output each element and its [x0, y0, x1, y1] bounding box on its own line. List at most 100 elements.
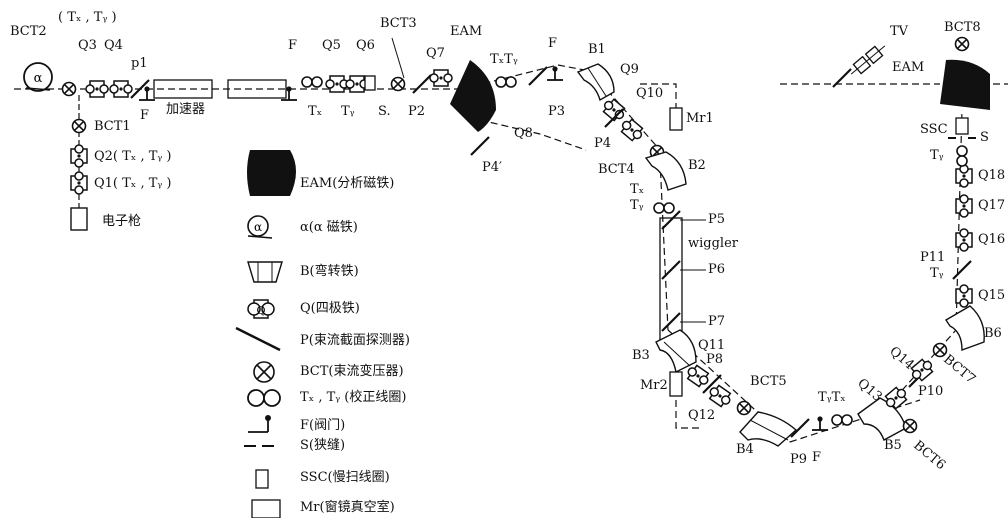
- accelerator-box: [153, 79, 287, 99]
- q3-label: Q3: [78, 38, 97, 53]
- p2-symbol: [411, 73, 433, 95]
- legend-bend: B(弯转铁): [300, 264, 359, 279]
- bct2-symbol: [61, 81, 77, 97]
- s-label: S.: [378, 104, 391, 119]
- bct1-symbol: [71, 118, 87, 134]
- b3-label: B3: [632, 348, 650, 363]
- bct1-label: BCT1: [94, 119, 131, 134]
- txty-label: TₓTᵧ: [490, 52, 518, 67]
- bct3-leader: [391, 37, 405, 79]
- q6-label: Q6: [356, 38, 375, 53]
- svg-text:α: α: [254, 220, 262, 234]
- b4-symbol: [739, 411, 798, 447]
- steer-3: [653, 202, 675, 214]
- alpha-magnet: α: [23, 62, 53, 92]
- p1-label: p1: [131, 56, 148, 71]
- q5-symbol: [325, 75, 349, 93]
- p5-symbol: [660, 209, 682, 231]
- slit-symbol: [364, 75, 376, 91]
- mr1-label: Mr1: [686, 111, 714, 126]
- q15-label: Q15: [978, 288, 1006, 303]
- p4p-symbol: [469, 135, 491, 157]
- p6-label: P6: [708, 262, 726, 277]
- b1-symbol: [576, 63, 615, 102]
- p4-label: P4: [594, 136, 612, 151]
- q7-label: Q7: [426, 46, 445, 61]
- b5-label: B5: [884, 438, 902, 453]
- eam-label-left: EAM: [450, 24, 483, 39]
- bct2-label: BCT2: [10, 24, 47, 39]
- q16-label: Q16: [978, 232, 1006, 247]
- b2-symbol: [644, 151, 687, 191]
- mr2-label: Mr2: [640, 378, 668, 393]
- p8-label: P8: [706, 352, 724, 367]
- q11-label: Q11: [698, 338, 726, 353]
- p10-label: P10: [918, 384, 944, 399]
- tx-label-1: Tₓ: [308, 104, 323, 119]
- bct6-symbol: [902, 418, 918, 434]
- b6-symbol: [945, 305, 985, 351]
- tytx-label: TᵧTₓ: [818, 390, 846, 405]
- p11-label: P11: [920, 250, 946, 265]
- q15-symbol: [955, 284, 973, 308]
- b4-label: B4: [736, 442, 754, 457]
- legend-eam: EAM(分析磁铁): [300, 176, 395, 191]
- q12-label: Q12: [688, 408, 716, 423]
- tx-label-2: Tₓ: [630, 182, 645, 197]
- q10-label: Q10: [636, 86, 664, 101]
- f-label-1: F: [140, 108, 150, 123]
- q18-symbol: [955, 164, 973, 188]
- q5-label: Q5: [322, 38, 341, 53]
- egun-label: 电子枪: [102, 214, 142, 229]
- bct8-label: BCT8: [944, 20, 981, 35]
- bct4-label: BCT4: [598, 162, 635, 177]
- legend-probe: P(束流截面探测器): [300, 333, 410, 348]
- f-label-4: F: [812, 450, 822, 465]
- legend-ssc: SSC(慢扫线圈): [300, 470, 390, 485]
- bct5-symbol: [736, 400, 752, 416]
- wiggler-label: wiggler: [688, 236, 738, 251]
- p3-label: P3: [548, 104, 566, 119]
- s-label-right: S: [980, 130, 989, 145]
- steer-4: [831, 414, 853, 426]
- b1-label: B1: [588, 42, 606, 57]
- tv-symbol: [850, 45, 886, 75]
- ty-label-4: Tᵧ: [930, 148, 944, 163]
- mr2-symbol: [669, 371, 683, 397]
- ty-label-1: Tᵧ: [341, 104, 355, 119]
- q1-label: Q1( Tₓ , Tᵧ ): [94, 176, 172, 191]
- svg-text:Q: Q: [256, 304, 265, 317]
- tv-label: TV: [890, 24, 909, 39]
- q10-symbol: [617, 116, 647, 144]
- bct2-txy-label: ( Tₓ , Tᵧ ): [58, 10, 117, 25]
- f-label-2: F: [288, 38, 298, 53]
- valve-3: [546, 65, 564, 81]
- q3-symbol: [85, 80, 109, 98]
- ssc-label: SSC: [920, 122, 948, 137]
- q4-symbol: [109, 80, 133, 98]
- bct7-symbol: [932, 342, 948, 358]
- ssc-symbol: [955, 117, 969, 135]
- legend-symbols: α Q: [235, 150, 296, 518]
- p2-label: P2: [408, 104, 426, 119]
- alpha-glyph: α: [34, 71, 43, 86]
- q18-label: Q18: [978, 168, 1006, 183]
- electron-gun-box: [70, 207, 88, 231]
- bct3-symbol: [390, 76, 406, 92]
- bct5-label: BCT5: [750, 374, 787, 389]
- q17-symbol: [955, 194, 973, 218]
- steer-5: [956, 145, 968, 167]
- b6-label: B6: [984, 326, 1002, 341]
- accelerator-label: 加速器: [166, 102, 206, 117]
- p4p-label: P4′: [482, 160, 502, 175]
- bct8-symbol: [954, 36, 970, 52]
- valve-4: [811, 415, 829, 431]
- eam-right: [940, 59, 990, 110]
- legend-slit: S(狭缝): [300, 438, 346, 453]
- eam-label-right: EAM: [892, 60, 925, 75]
- q2-symbol: [70, 144, 88, 168]
- f-label-3: F: [548, 36, 558, 51]
- q7-symbol: [429, 69, 453, 87]
- p9-label: P9: [790, 452, 808, 467]
